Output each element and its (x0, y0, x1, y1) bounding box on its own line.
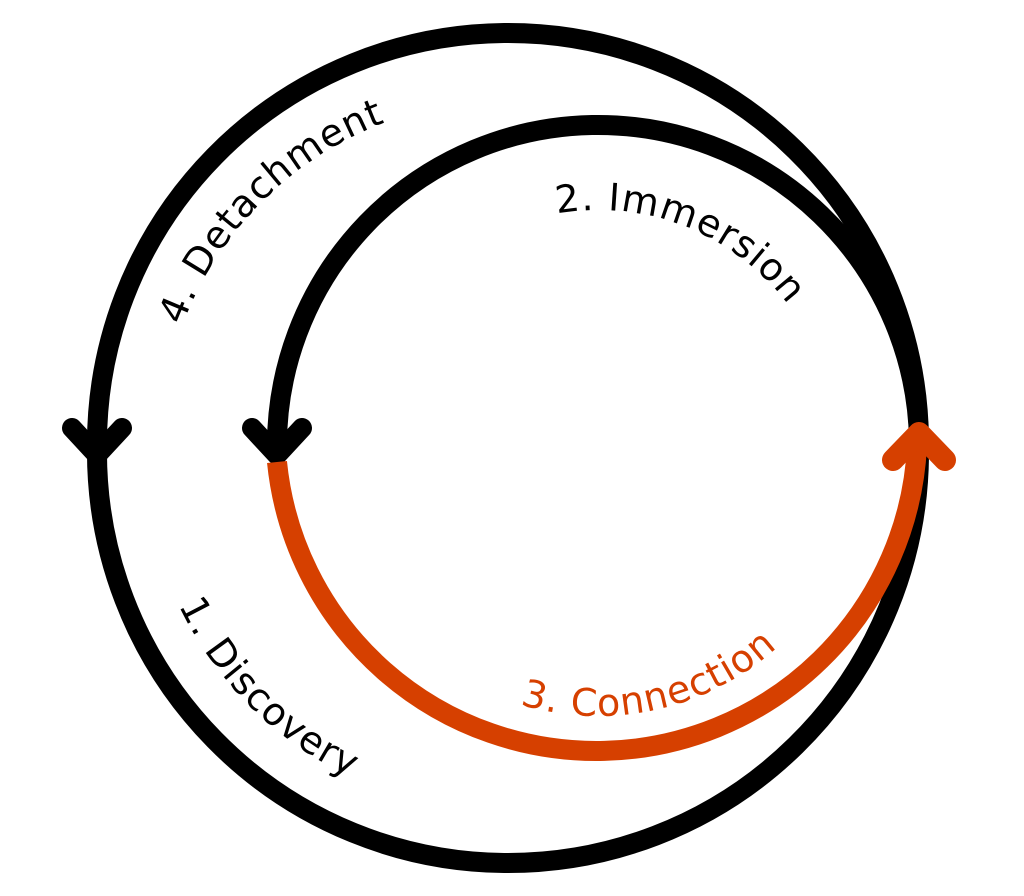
outer-arc-discovery (86, 438, 929, 873)
arrow-up-icon (882, 422, 956, 471)
arrow-down-icon (62, 418, 132, 465)
inner-arc-connection (267, 445, 927, 761)
inner-arc-immersion (266, 115, 929, 462)
stage-label-detachment: 4. Detachment (150, 90, 389, 330)
arrow-down-icon (242, 418, 312, 465)
outer-arc-detachment (86, 23, 929, 458)
stage-label-immersion: 2. Immersion (552, 175, 815, 311)
